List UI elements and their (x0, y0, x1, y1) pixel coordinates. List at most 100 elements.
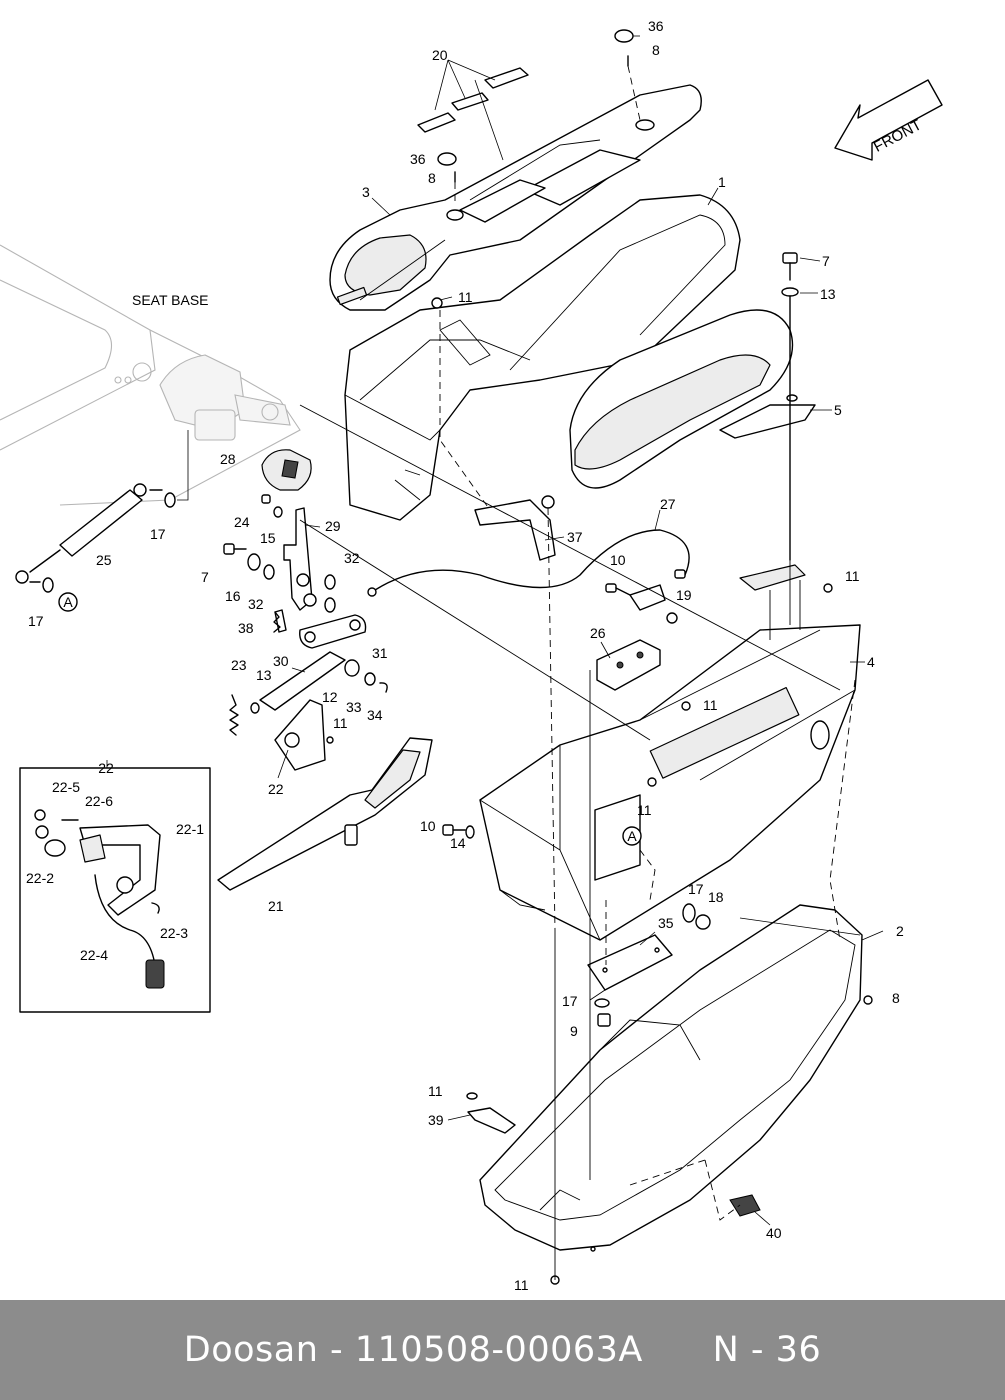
callout: 17 (150, 526, 166, 542)
seat-base-label: SEAT BASE (132, 292, 209, 308)
part-20-clips (417, 59, 529, 161)
callout: 22-5 (52, 779, 80, 795)
callout: 36 (648, 18, 664, 34)
callout: 12 (322, 689, 338, 705)
callout: 35 (658, 915, 674, 931)
callout: 1 (718, 174, 726, 190)
callout: 23 (231, 657, 247, 673)
callout: 10 (610, 552, 626, 568)
callout: 37 (567, 529, 583, 545)
callout: 22 (268, 781, 284, 797)
part-40-clip (729, 1194, 761, 1217)
callout: 13 (820, 286, 836, 302)
callout: 24 (234, 514, 250, 530)
callout: 15 (260, 530, 276, 546)
callout: 13 (256, 667, 272, 683)
footer-bar: Doosan - 110508-00063A N - 36 (0, 1300, 1005, 1400)
callout: 31 (372, 645, 388, 661)
callout: 11 (845, 568, 860, 584)
part-5-armrest (569, 309, 816, 489)
footer-separator: - (318, 1330, 355, 1370)
bolt-7-washer-13 (781, 252, 799, 561)
misc-hardware (442, 583, 873, 1285)
callout: 8 (428, 170, 436, 186)
callout: 17 (562, 993, 578, 1009)
part-4-main-frame (479, 564, 861, 941)
callout: 11 (703, 697, 718, 713)
part-31-link (299, 614, 367, 649)
callout: 22-6 (85, 793, 113, 809)
callout: 9 (570, 1023, 578, 1039)
part-29-lever (283, 507, 317, 611)
callout: 4 (867, 654, 875, 670)
part-28-knob (261, 449, 312, 491)
detail-box-label: 22 (98, 760, 114, 776)
callout: 27 (660, 496, 676, 512)
part-22-switch-assy (274, 699, 334, 771)
callout: 38 (238, 620, 254, 636)
callout: 17 (28, 613, 44, 629)
callout: 14 (450, 835, 466, 851)
callout: 29 (325, 518, 341, 534)
callout: 11 (637, 802, 652, 818)
callout: 21 (268, 898, 284, 914)
callout: 7 (201, 569, 209, 585)
footer-gap (643, 1330, 713, 1370)
callout: 22-3 (160, 925, 188, 941)
callout: 11 (458, 289, 473, 305)
footer-text: Doosan - 110508-00063A N - 36 (0, 1330, 1005, 1370)
callout: 2 (896, 923, 904, 939)
callout: 19 (676, 587, 692, 603)
callout: 32 (344, 550, 360, 566)
part-25-gas-spring (15, 430, 189, 593)
callout: 34 (367, 707, 383, 723)
ref-mark-a: A (63, 594, 73, 610)
part-39-bracket (466, 1092, 516, 1134)
callout: 8 (652, 42, 660, 58)
part-37-bracket (474, 495, 556, 561)
callout: 3 (362, 184, 370, 200)
ref-marks: A A (58, 592, 642, 846)
callout: 11 (514, 1277, 529, 1293)
callout: 11 (428, 1083, 443, 1099)
callout: 5 (834, 402, 842, 418)
callout: 33 (346, 699, 362, 715)
lever-hardware (223, 494, 336, 633)
callout: 22-4 (80, 947, 108, 963)
part-38-spring (273, 611, 281, 633)
callout: 25 (96, 552, 112, 568)
part-27-cable (367, 529, 690, 597)
callout: 11 (333, 715, 348, 731)
part-2-bottom-cover (479, 904, 863, 1252)
alignment-lines (299, 310, 856, 1280)
callout: 10 (420, 818, 436, 834)
callout: 22-2 (26, 870, 54, 886)
callout-labels: SEAT BASE 22 36 8 20 36 8 3 1 7 13 11 5 … (26, 18, 904, 1293)
callout: 39 (428, 1112, 444, 1128)
callout: 18 (708, 889, 724, 905)
callout: 22-1 (176, 821, 204, 837)
callout: 8 (892, 990, 900, 1006)
front-arrow: FRONT (834, 79, 943, 161)
callout: 20 (432, 47, 448, 63)
callout: 40 (766, 1225, 782, 1241)
callout: 16 (225, 588, 241, 604)
footer-page-ref: N - 36 (712, 1330, 822, 1370)
detail-box-22 (19, 767, 211, 1013)
callout: 7 (822, 253, 830, 269)
callout: 36 (410, 151, 426, 167)
caps-and-screws-top (437, 29, 641, 205)
part-23-spring (229, 694, 260, 736)
callout: 32 (248, 596, 264, 612)
callout: 26 (590, 625, 606, 641)
exploded-parts-diagram: FRONT SEAT BASE 22 36 8 20 36 8 3 1 7 13… (0, 18, 943, 1293)
callout: 17 (688, 881, 704, 897)
leader-lines (106, 35, 884, 1226)
seat-base-ghost (0, 244, 301, 506)
ref-mark-a: A (627, 828, 637, 844)
callout: 30 (273, 653, 289, 669)
part-21-lever-arm (217, 737, 433, 891)
part-19-bracket (629, 584, 678, 624)
callout: 28 (220, 451, 236, 467)
part-1-console-tray (344, 194, 741, 521)
